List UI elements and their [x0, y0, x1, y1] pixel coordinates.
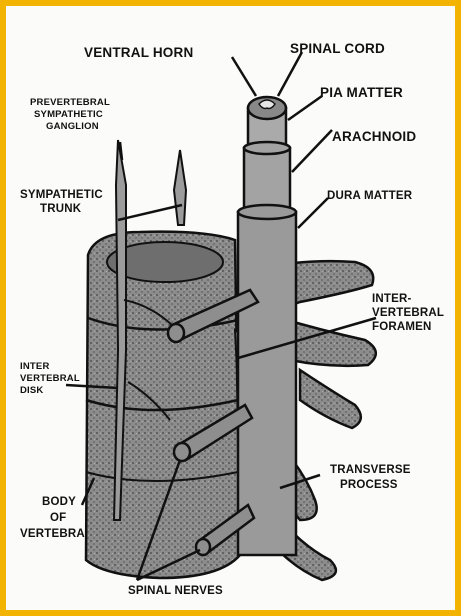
label-transverse-line2: PROCESS [340, 480, 398, 492]
label-disk-line1: INTER [20, 362, 50, 372]
label-disk-line2: VERTEBRAL [20, 374, 80, 384]
label-pia-matter: PIA MATTER [320, 86, 403, 100]
label-prevertebral-line1: PREVERTEBRAL [30, 98, 110, 108]
label-ventral-horn: VENTRAL HORN [84, 46, 193, 60]
label-body-line2: OF [50, 512, 66, 525]
label-spinal-cord: SPINAL CORD [290, 42, 385, 56]
label-foramen-line1: INTER- [372, 294, 412, 306]
vertebral-body [86, 232, 240, 578]
label-foramen-line3: FORAMEN [372, 322, 432, 334]
label-dura-matter: DURA MATTER [327, 191, 412, 203]
label-prevertebral-line3: GANGLION [46, 122, 99, 132]
label-spinal-nerves: SPINAL NERVES [128, 586, 223, 598]
label-sympathetic-line2: TRUNK [40, 204, 81, 216]
label-foramen-line2: VERTEBRAL [372, 308, 444, 320]
label-body-line3: VERTEBRA [20, 528, 85, 541]
label-transverse-line1: TRANSVERSE [330, 465, 411, 477]
label-body-line1: BODY [42, 496, 76, 509]
label-sympathetic-line1: SYMPATHETIC [20, 190, 103, 202]
label-arachnoid: ARACHNOID [332, 130, 416, 144]
label-disk-line3: DISK [20, 386, 44, 396]
label-prevertebral-line2: SYMPATHETIC [34, 110, 103, 120]
